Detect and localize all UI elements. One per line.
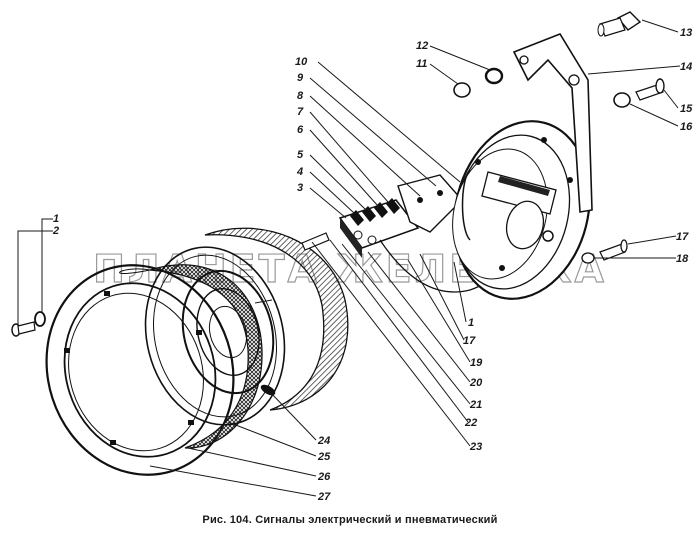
horn-body [452,120,591,300]
washer [484,67,504,85]
callout-15: 15 [680,103,693,115]
small-bolt-right [581,239,628,264]
callout-12: 12 [416,40,428,52]
leader-lines [17,19,681,497]
mounting-screw [11,321,36,337]
callout-8: 8 [297,90,304,102]
callout-16: 16 [680,121,693,133]
bolt-right [635,78,665,101]
callout-labels: 2 1 3 4 5 6 7 8 9 10 11 12 13 14 15 16 1… [52,27,693,503]
callout-14: 14 [680,61,692,73]
callout-17-center: 17 [463,335,476,347]
gasket-ring [144,246,286,426]
callout-17-right: 17 [676,231,689,243]
diaphragm-housing [181,227,349,411]
callout-24: 24 [317,435,330,447]
washer-left [34,311,46,327]
callout-22: 22 [464,417,477,429]
nut-right [613,92,631,108]
callout-21: 21 [469,399,482,411]
callout-20: 20 [469,377,483,389]
nut [453,82,471,98]
callout-10: 10 [295,56,308,68]
figure-caption: Рис. 104. Сигналы электрический и пневма… [202,514,498,526]
callout-13: 13 [680,27,692,39]
callout-1-center: 1 [468,317,474,329]
mounting-bracket [512,33,593,213]
callout-5: 5 [297,149,304,161]
callout-7: 7 [297,106,304,118]
callout-18: 18 [676,253,689,265]
callout-19: 19 [470,357,483,369]
callout-23: 23 [469,441,482,453]
callout-25: 25 [317,451,331,463]
callout-27: 27 [317,491,331,503]
callout-26: 26 [317,471,331,483]
callout-11: 11 [416,58,427,70]
front-rim-ring [45,264,235,476]
callout-6: 6 [297,124,304,136]
terminal-bolt [301,232,330,251]
callout-9: 9 [297,72,304,84]
callout-3: 3 [297,182,303,194]
callout-1-left: 1 [53,213,59,225]
mesh-grille [119,264,263,449]
callout-2: 2 [52,225,59,237]
hex-bolt [597,11,642,37]
callout-4: 4 [296,166,303,178]
